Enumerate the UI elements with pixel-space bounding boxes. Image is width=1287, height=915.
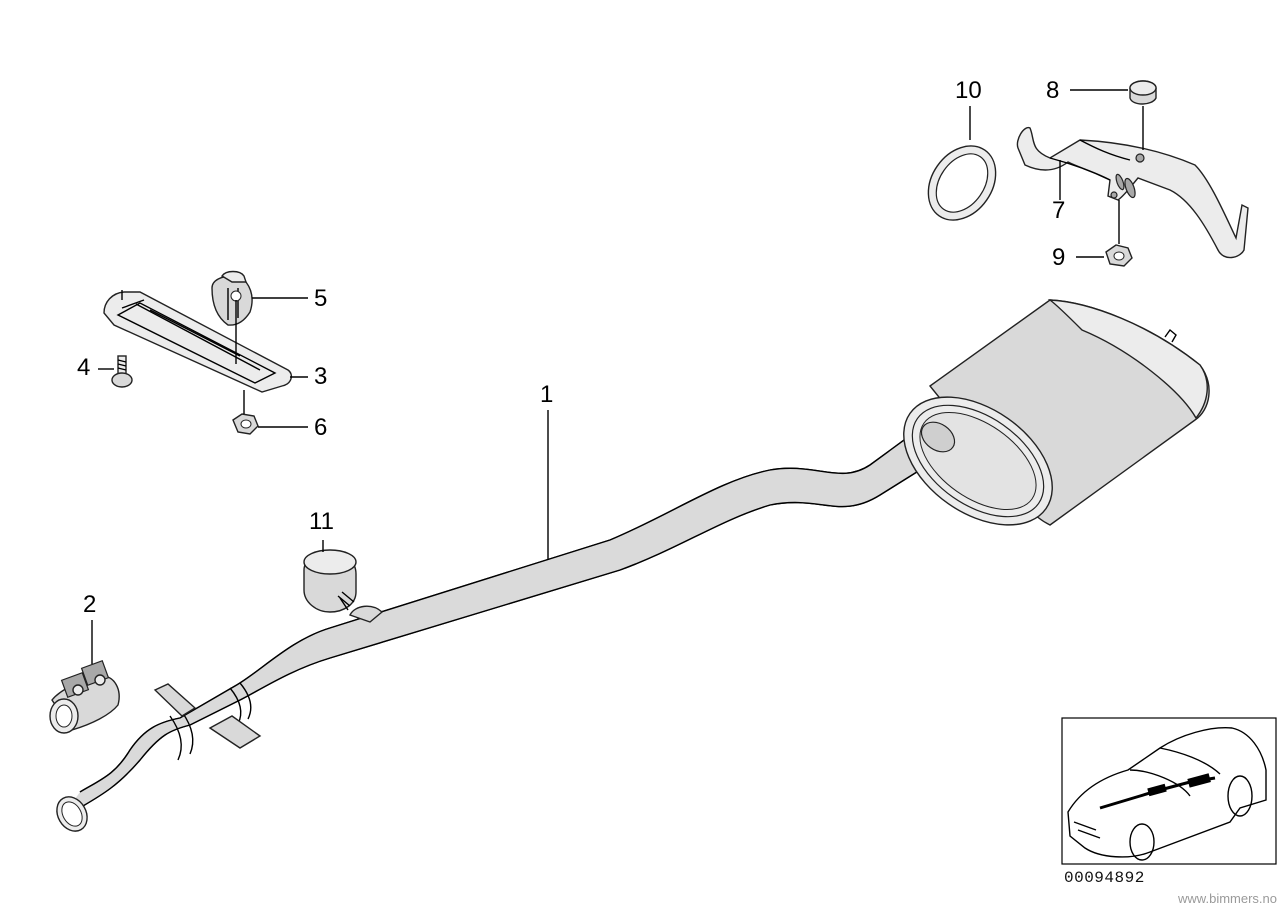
hex-nut-6	[232, 413, 259, 435]
rubber-buffer	[1129, 80, 1157, 105]
callout-2: 2	[83, 591, 97, 618]
watermark: www.bimmers.no	[1178, 891, 1277, 906]
pipe-clamp	[49, 660, 120, 734]
rubber-mount	[211, 270, 253, 326]
callout-4: 4	[77, 354, 91, 381]
center-pipe-silencer	[56, 299, 1210, 832]
mount-plate	[103, 291, 293, 393]
bolt	[111, 355, 133, 388]
callout-6: 6	[314, 414, 328, 441]
diagram-code: 00094892	[1064, 869, 1145, 887]
gasket-ring	[927, 145, 997, 221]
callout-1: 1	[540, 381, 554, 408]
vehicle-location-inset	[1061, 717, 1277, 865]
callout-8: 8	[1046, 77, 1060, 104]
hex-nut-9	[1105, 244, 1133, 267]
callout-3: 3	[314, 363, 328, 390]
bracket	[1016, 126, 1249, 259]
callout-7: 7	[1052, 197, 1066, 224]
callout-9: 9	[1052, 244, 1066, 271]
callout-10: 10	[955, 77, 982, 104]
rubber-cylinder	[303, 549, 357, 613]
leader-lines	[91, 89, 1144, 664]
callout-11: 11	[309, 508, 334, 535]
callout-5: 5	[314, 285, 328, 312]
